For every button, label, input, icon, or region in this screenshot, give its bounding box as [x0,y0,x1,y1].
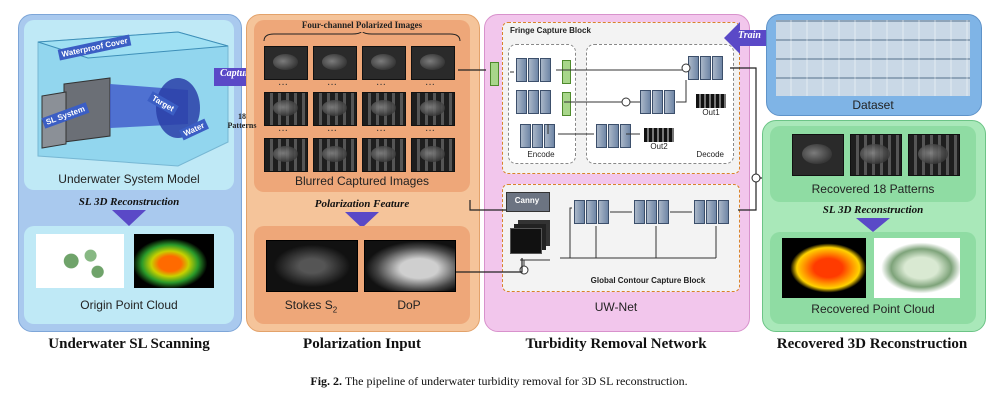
fringe-connections [510,63,691,135]
origin-cloud-label: Origin Point Cloud [80,298,178,312]
conv-layer [544,124,555,148]
encode-label: Encode [527,150,555,159]
input-layer [490,62,499,86]
caption-prefix: Fig. 2. [310,374,343,388]
canny-box [506,192,550,212]
four-channel-label: Four-channel Polarized Images [301,20,423,30]
figure-caption: Fig. 2. The pipeline of underwater turbi… [0,374,998,389]
pattern-thumb [362,138,406,172]
pattern-thumb [264,92,308,126]
out2-label: Out2 [650,142,668,151]
origin-point-cloud-image [36,234,124,288]
down-arrow-icon [112,210,146,226]
pattern-thumb [264,138,308,172]
patterns-label: 18 Patterns [227,112,257,130]
recovered-cloud-image [874,238,960,298]
origin-depth-image [134,234,214,288]
recovered-patterns-label: Recovered 18 Patterns [811,182,935,196]
conv-layer [706,200,717,224]
dop-image [364,240,456,292]
blurred-images-label: Blurred Captured Images [294,174,430,188]
ellipsis: ··· [425,126,435,137]
canny-stack-image [510,228,542,254]
dataset-label: Dataset [852,98,894,112]
conv-layer [718,200,729,224]
conv-layer [694,200,705,224]
conv-layer [608,124,619,148]
conv-layer [520,124,531,148]
global-contour-label: Global Contour Capture Block [590,276,706,285]
dataset-image [776,20,970,96]
conv-layer [652,90,663,114]
conv-layer [640,90,651,114]
sl-reconstruction-label-2: SL 3D Reconstruction [822,204,924,216]
conv-layer [562,92,571,116]
ellipsis: ··· [278,126,288,137]
stokes-label: Stokes S2 [284,298,338,315]
pattern-thumb [411,138,455,172]
pattern-thumb [362,92,406,126]
pattern-thumb [313,46,357,80]
conv-layer [540,90,551,114]
capture-label: Capture [220,68,254,79]
recovered-thumb [792,134,844,176]
pattern-thumb [411,92,455,126]
conv-layer [516,58,527,82]
conv-layer [528,58,539,82]
conv-layer [532,124,543,148]
ellipsis: ··· [327,126,337,137]
pattern-thumb [411,46,455,80]
down-arrow-icon [345,212,379,228]
brace-icon [263,32,461,42]
down-arrow-icon [856,218,890,232]
system-model-label: Underwater System Model [58,172,200,186]
conv-layer [598,200,609,224]
conv-layer [586,200,597,224]
canny-label: Canny [514,196,540,205]
scanning-heading: Underwater SL Scanning [48,336,210,352]
train-arrow-icon [724,22,774,54]
out1-label: Out1 [702,108,720,117]
conv-layer [620,124,631,148]
ellipsis: ··· [376,126,386,137]
conv-layer [562,60,571,84]
pattern-thumb [264,46,308,80]
train-label: Train [738,30,761,41]
recovered-depth-image [782,238,866,298]
conv-layer [634,200,645,224]
ellipsis: ··· [376,80,386,91]
uw-net-label: UW-Net [594,300,638,314]
out1-image [696,94,726,108]
conv-layer [700,56,711,80]
out2-image [644,128,674,142]
polarization-heading: Polarization Input [303,336,421,352]
ellipsis: ··· [327,80,337,91]
conv-layer [664,90,675,114]
recovered-thumb [850,134,902,176]
reconstruction-heading: Recovered 3D Reconstruction [776,336,968,352]
conv-layer [528,90,539,114]
pattern-thumb [313,138,357,172]
conv-layer [516,90,527,114]
dop-label: DoP [397,298,421,312]
caption-text: The pipeline of underwater turbidity rem… [344,374,688,388]
sl-reconstruction-label: SL 3D Reconstruction [78,196,180,208]
conv-layer [540,58,551,82]
conv-layer [712,56,723,80]
pattern-thumb [362,46,406,80]
ellipsis: ··· [425,80,435,91]
fringe-capture-label: Fringe Capture Block [510,26,591,35]
recovered-cloud-label: Recovered Point Cloud [811,302,935,316]
decode-label: Decode [696,150,724,159]
ellipsis: ··· [278,80,288,91]
recovered-thumb [908,134,960,176]
conv-layer [646,200,657,224]
conv-layer [596,124,607,148]
conv-layer [574,200,585,224]
conv-layer [658,200,669,224]
pattern-thumb [313,92,357,126]
stokes-image [266,240,358,292]
polarization-feature-label: Polarization Feature [314,198,410,210]
network-heading: Turbidity Removal Network [525,336,707,352]
